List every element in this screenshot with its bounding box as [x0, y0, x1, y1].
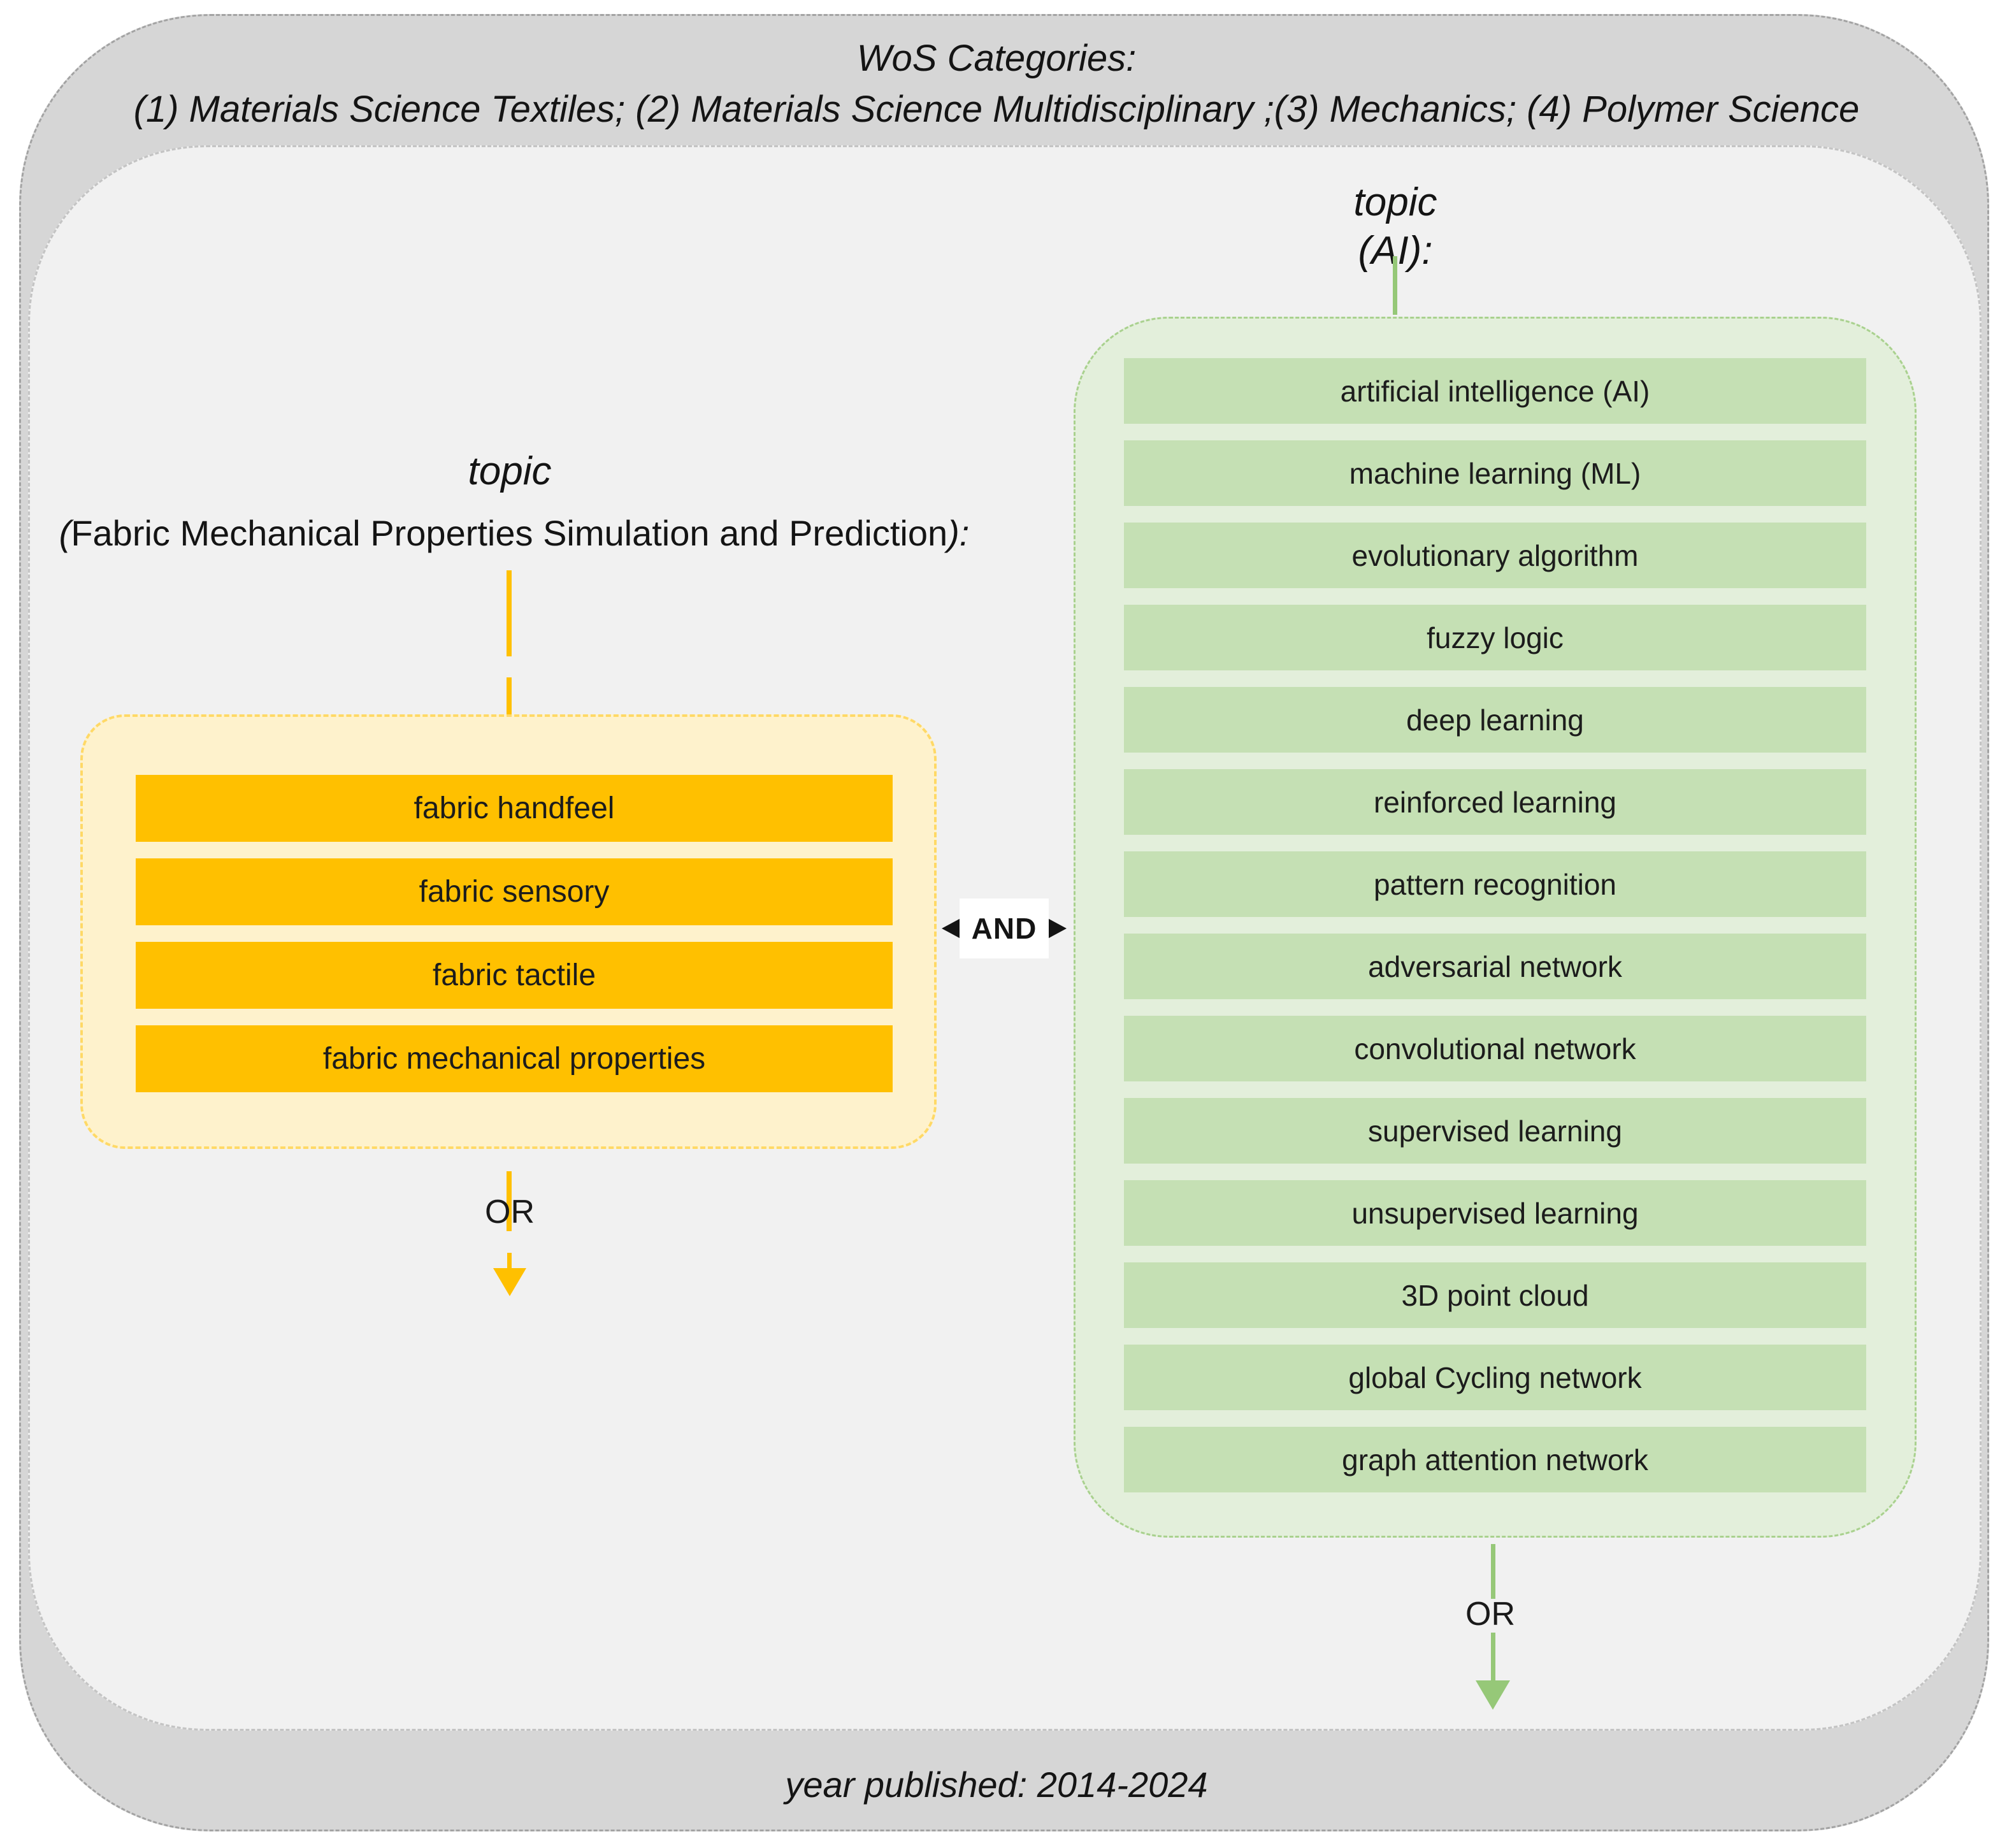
right-or-operator-label: OR: [1465, 1596, 1515, 1633]
left-sublabel-text: Fabric Mechanical Properties Simulation …: [71, 513, 948, 553]
ai-keyword-bar: convolutional network: [1124, 1016, 1866, 1081]
fabric-keyword-bar: fabric mechanical properties: [136, 1025, 893, 1092]
ai-keyword-bar: machine learning (ML): [1124, 440, 1866, 506]
ai-keyword-bar: global Cycling network: [1124, 1345, 1866, 1410]
left-or-operator-label: OR: [485, 1194, 535, 1231]
left-connector-line-segment: [507, 570, 512, 656]
ai-keyword-bar: deep learning: [1124, 687, 1866, 753]
ai-keyword-bar: fuzzy logic: [1124, 605, 1866, 670]
right-or-arrow-stem: [1491, 1633, 1495, 1681]
ai-keyword-bar: artificial intelligence (AI): [1124, 358, 1866, 424]
ai-keyword-bar: evolutionary algorithm: [1124, 523, 1866, 588]
year-published-label: year published: 2014-2024: [785, 1765, 1208, 1805]
wos-categories-title: WoS Categories:: [856, 38, 1137, 79]
ai-keyword-bar: supervised learning: [1124, 1098, 1866, 1164]
ai-keyword-bar: 3D point cloud: [1124, 1262, 1866, 1328]
fabric-keywords-box: fabric handfeel fabric sensory fabric tact…: [80, 714, 937, 1149]
left-sublabel-close-paren: ):: [947, 513, 970, 553]
right-topic-label: topic: [1353, 180, 1437, 224]
wos-categories-list: (1) Materials Science Textiles; (2) Mate…: [133, 89, 1860, 130]
fabric-keyword-bar: fabric sensory: [136, 858, 893, 925]
right-or-arrowhead-icon: [1476, 1680, 1510, 1710]
ai-keywords-box: artificial intelligence (AI) machine lear…: [1074, 317, 1917, 1538]
right-connector-line: [1393, 256, 1397, 315]
left-or-arrow-stem: [507, 1253, 512, 1269]
ai-keyword-bar: reinforced learning: [1124, 769, 1866, 835]
left-connector-line-segment: [507, 677, 512, 714]
left-topic-label: topic: [468, 449, 552, 493]
ai-keyword-bar: adversarial network: [1124, 934, 1866, 999]
and-operator-label: AND: [960, 899, 1049, 958]
ai-keyword-bar: unsupervised learning: [1124, 1180, 1866, 1246]
right-or-arrow-line: [1491, 1544, 1495, 1599]
left-or-arrowhead-icon: [493, 1268, 526, 1296]
ai-keyword-bar: pattern recognition: [1124, 851, 1866, 917]
fabric-keyword-bar: fabric handfeel: [136, 775, 893, 842]
fabric-keyword-bar: fabric tactile: [136, 942, 893, 1009]
left-or-arrow-line: [507, 1171, 512, 1231]
ai-keyword-bar: graph attention network: [1124, 1427, 1866, 1492]
left-sublabel-open-paren: (: [59, 513, 71, 553]
left-topic-sublabel: (Fabric Mechanical Properties Simulation…: [0, 512, 1028, 554]
